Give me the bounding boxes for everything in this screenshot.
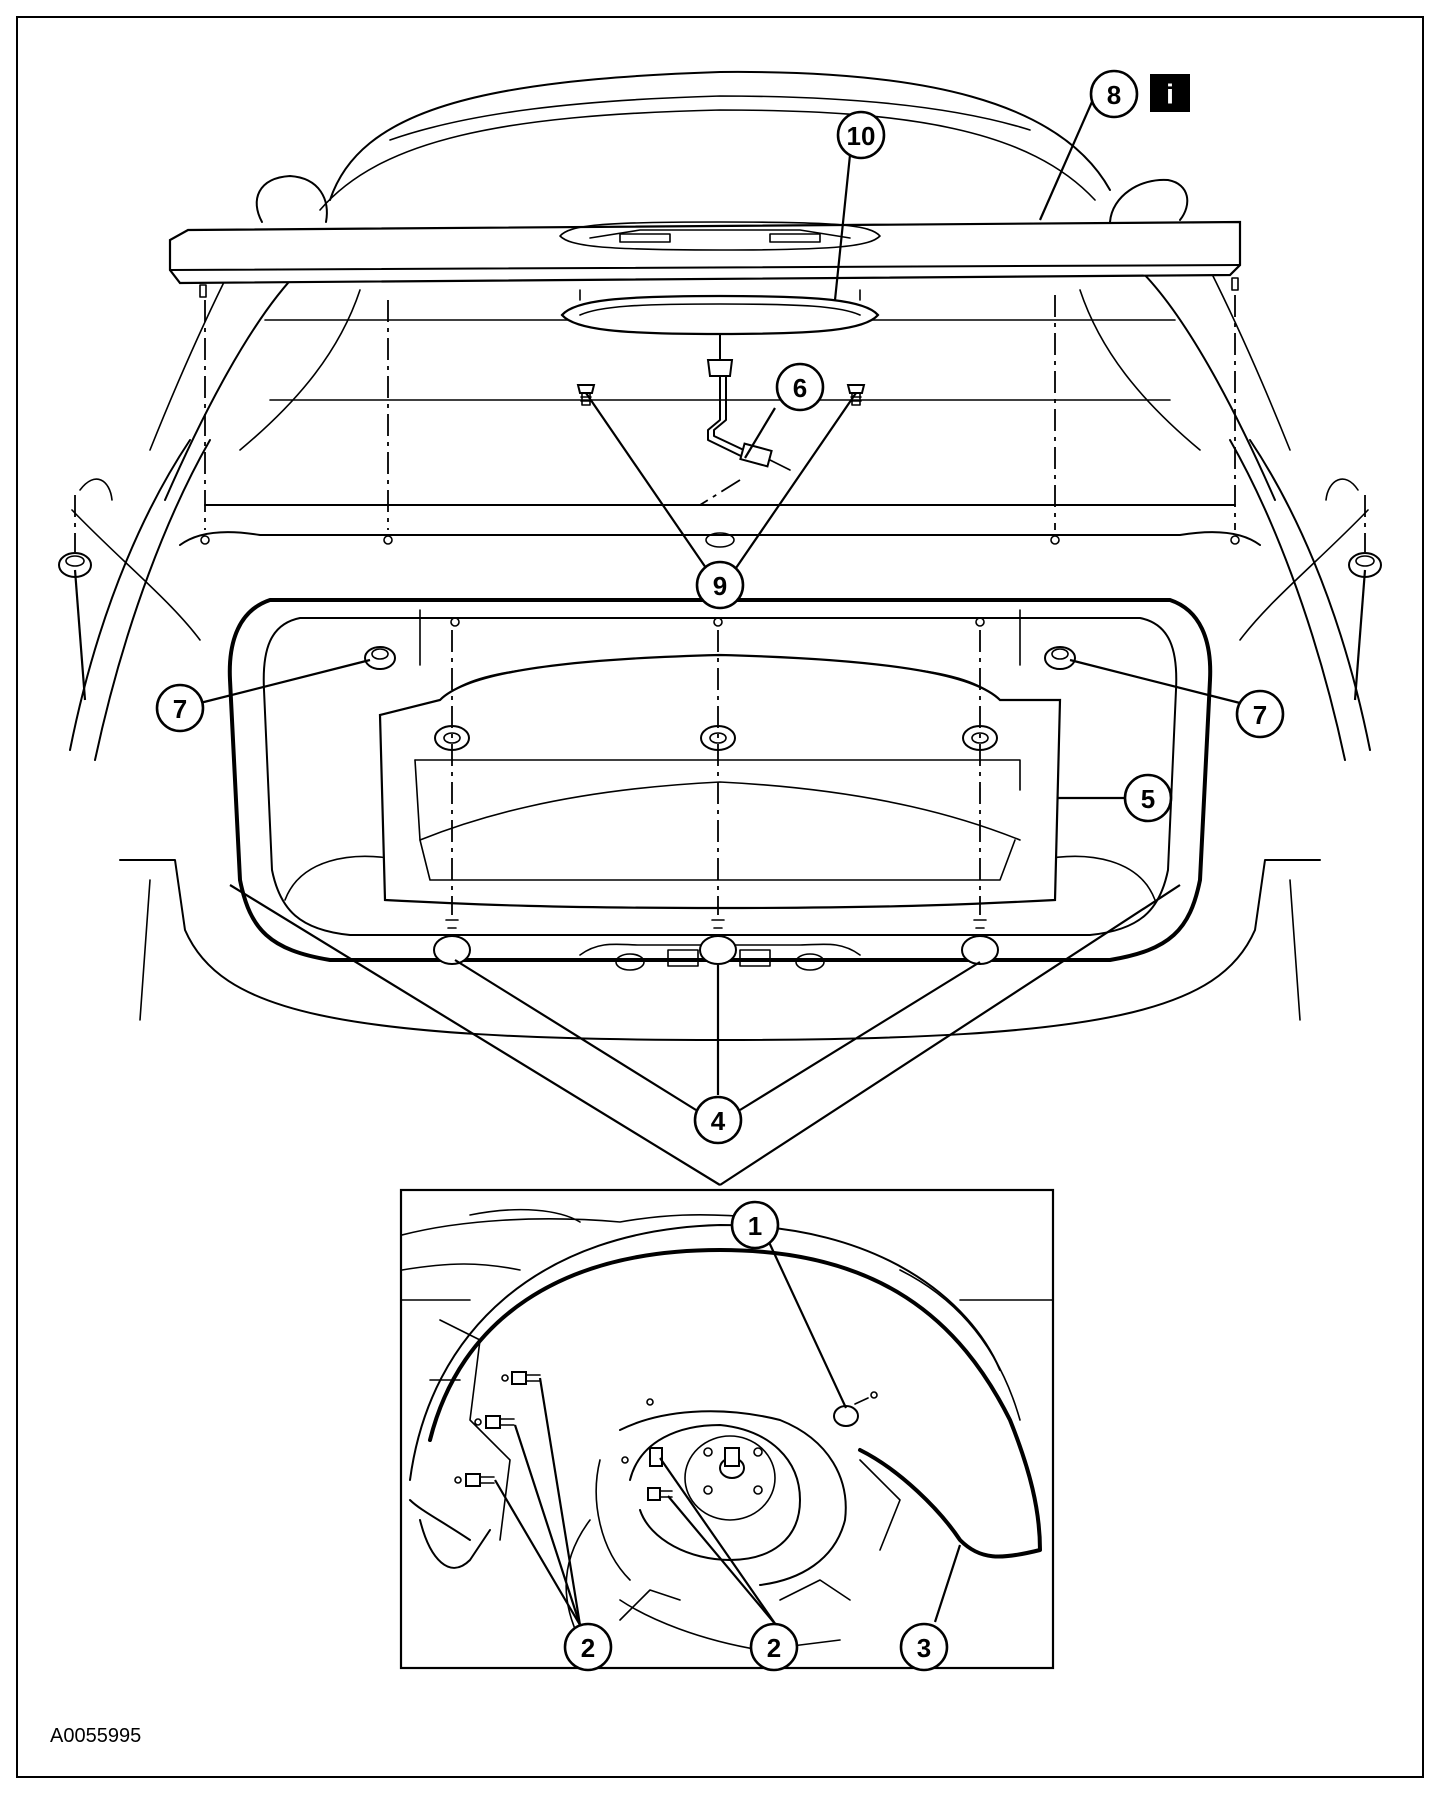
callout-label: 10 [847,121,876,151]
callout-label: 5 [1141,784,1155,814]
info-badge: i [1150,74,1190,112]
callout-label: 2 [581,1633,595,1663]
inset-wheel-liner-detail [399,1188,1055,1670]
callout-label: 6 [793,373,807,403]
alignment-centerlines [74,295,1366,915]
info-badge-text: i [1166,79,1174,110]
callout-10: 10 [836,110,886,160]
figure-border [16,16,1424,1778]
package-tray-trim-panel [168,220,1242,298]
callout-label: 2 [767,1633,781,1663]
grommets-7 [58,552,1382,670]
callout-6: 6 [775,362,825,412]
callout-9: 9 [695,560,745,610]
leader-lines [73,94,1367,1626]
callout-label: 8 [1107,80,1121,110]
callout-2-left: 2 [563,1622,613,1672]
callout-label: 3 [917,1633,931,1663]
callout-1: 1 [730,1200,780,1250]
high-mount-stop-lamp [560,289,880,506]
liner-screws [454,1371,878,1501]
callout-label: 7 [1253,700,1267,730]
fastener-screws-9 [576,384,866,406]
callout-label: 7 [173,694,187,724]
callout-label: 4 [711,1106,726,1136]
callout-label: 1 [748,1211,762,1241]
callout-4: 4 [693,1095,743,1145]
callout-8: 8 [1089,69,1139,119]
trunk-trim-panel [378,653,1062,910]
callout-7-right: 7 [1235,689,1285,739]
figure-id: A0055995 [50,1725,141,1747]
push-pin-retainers-4 [433,919,999,965]
callout-label: 9 [713,571,727,601]
callout-5: 5 [1123,773,1173,823]
callout-2-center: 2 [749,1622,799,1672]
callout-7-far-left: 7 [155,683,205,733]
callout-3: 3 [899,1622,949,1672]
